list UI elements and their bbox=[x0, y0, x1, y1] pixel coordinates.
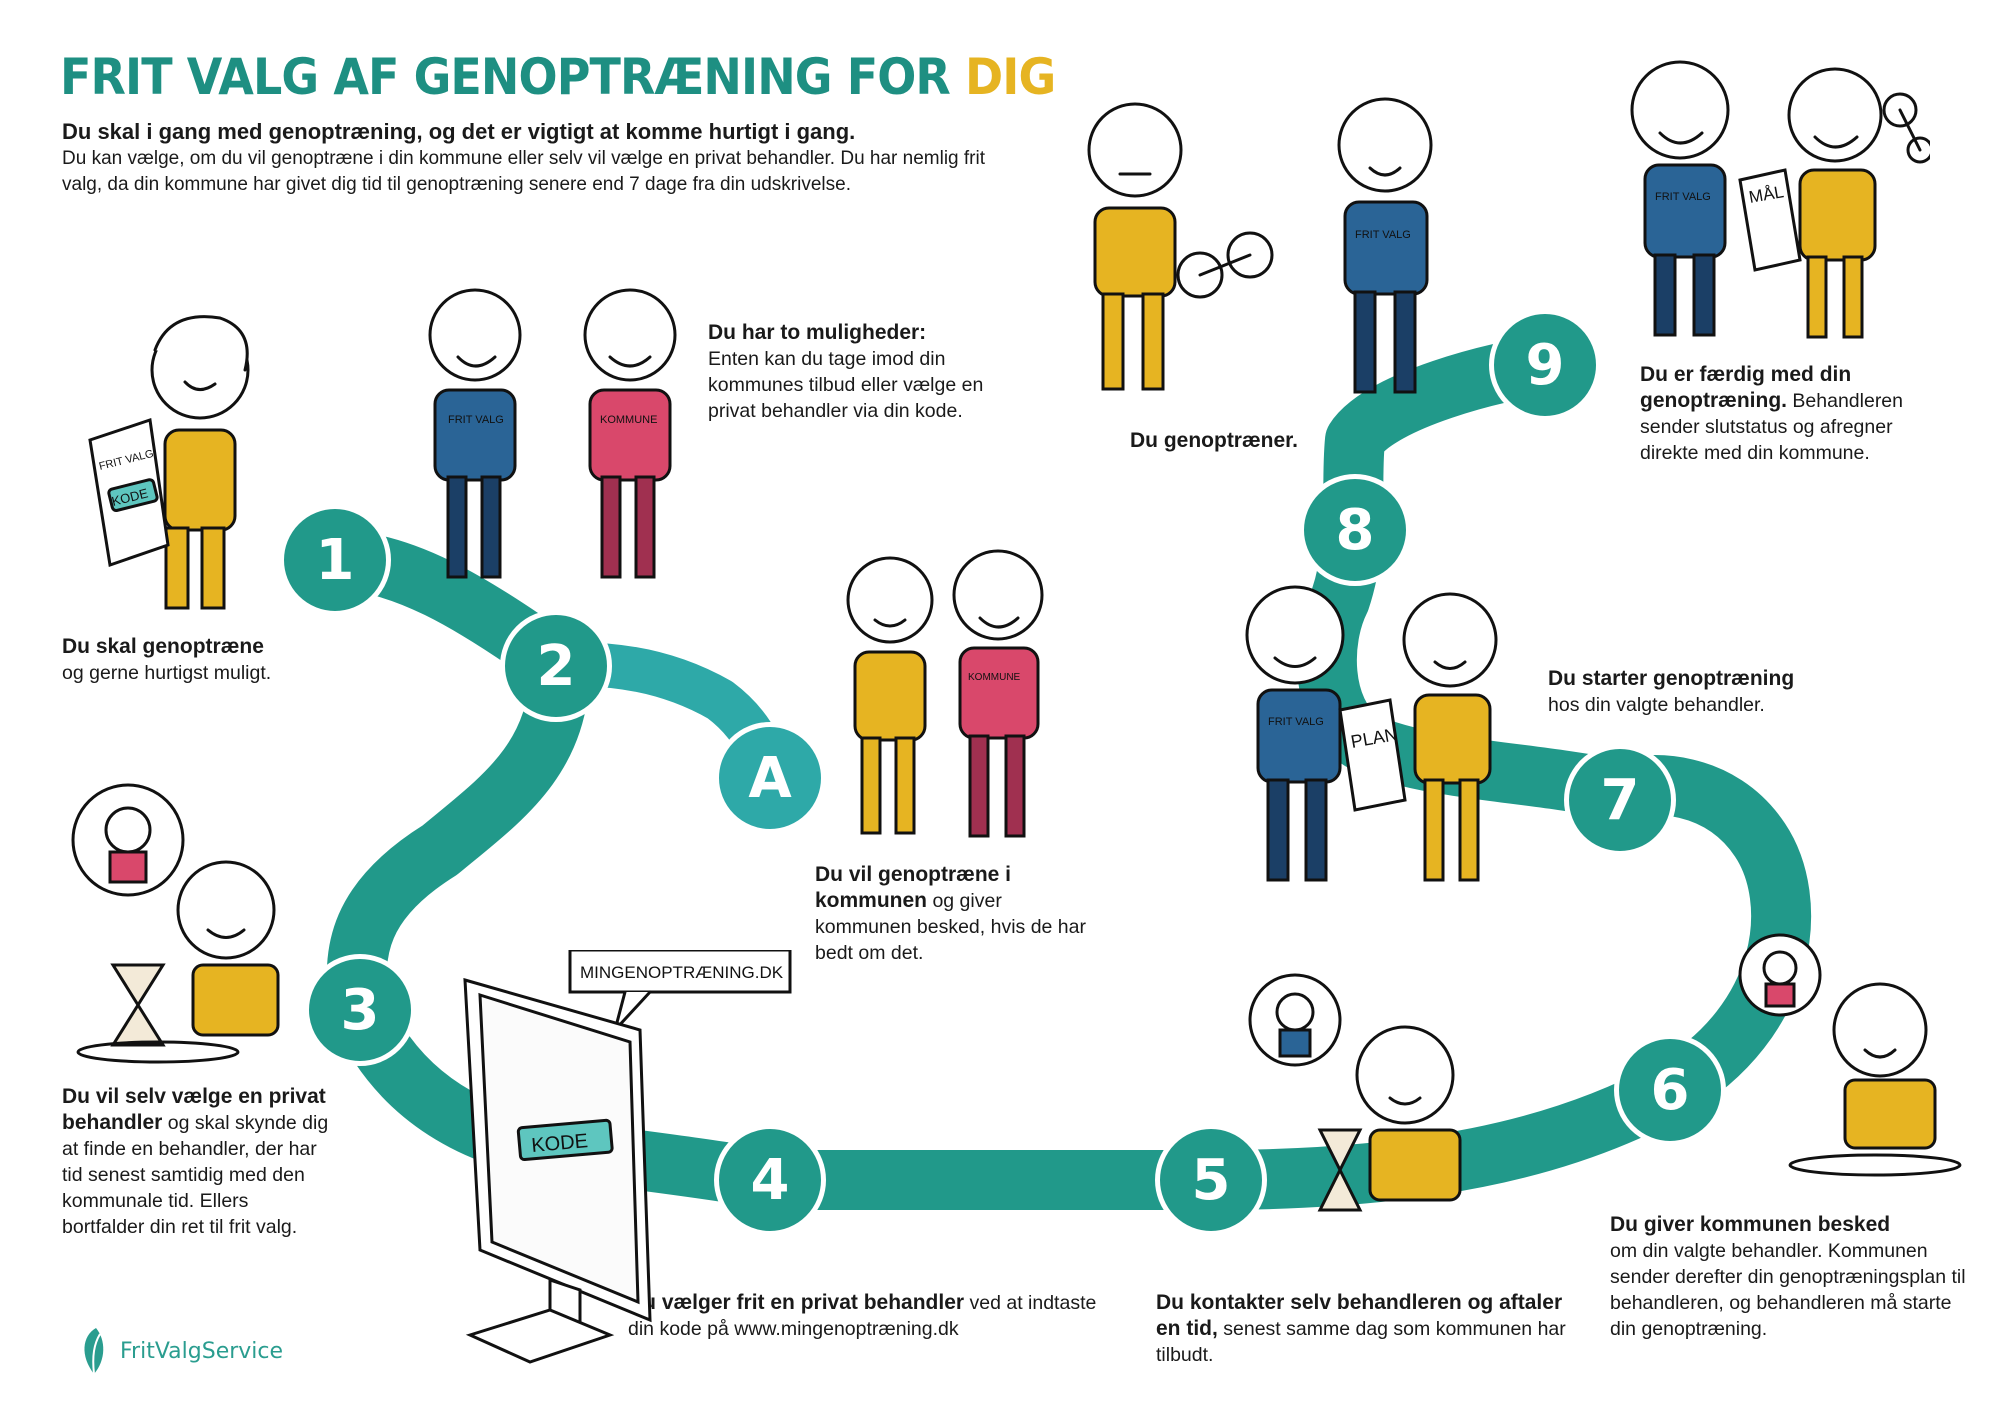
step-2-text: Du har to muligheder: Enten kan du tage i… bbox=[708, 320, 988, 424]
step-marker-2: 2 bbox=[500, 610, 612, 722]
step-7-title: Du starter genoptræning bbox=[1548, 667, 1795, 690]
step-marker-3: 3 bbox=[304, 954, 416, 1066]
step-marker-7: 7 bbox=[1564, 744, 1676, 856]
step-2-desc: Enten kan du tage imod din kommunes tilb… bbox=[708, 348, 984, 422]
website-label: MINGENOPTRÆNING.DK bbox=[580, 963, 784, 982]
step-a-text: Du vil genoptræne i kommunen og giver ko… bbox=[815, 862, 1095, 966]
goal-reached-illustration: FRIT VALG MÅL bbox=[1630, 60, 1930, 339]
step-6-desc: om din valgte behandler. Kommunen sender… bbox=[1610, 1240, 1966, 1340]
monitor-code-label: KODE bbox=[531, 1130, 589, 1157]
training-session-illustration: FRIT VALG bbox=[1087, 97, 1433, 394]
step-4-desc: ved at indtaste din kode på www.mingenop… bbox=[628, 1292, 1097, 1340]
shirt-label-frit-valg-8: FRIT VALG bbox=[1355, 229, 1411, 241]
leaf-logo-icon bbox=[84, 1328, 104, 1375]
step-6-text: Du giver kommunen besked om din valgte be… bbox=[1610, 1212, 1970, 1342]
step-marker-8: 8 bbox=[1299, 474, 1411, 586]
intro: Du skal i gang med genoptræning, og det … bbox=[62, 118, 1022, 198]
phone-call-hourglass-illustration bbox=[71, 783, 280, 1064]
step-3-text: Du vil selv vælge en privat behandler og… bbox=[62, 1084, 332, 1240]
step-6-title: Du giver kommunen besked bbox=[1610, 1213, 1891, 1236]
step-marker-6: 6 bbox=[1614, 1034, 1726, 1146]
step-marker-4: 4 bbox=[714, 1124, 826, 1236]
step-5-text: Du kontakter selv behandleren og aftaler… bbox=[1156, 1290, 1566, 1368]
title-highlight: DIG bbox=[965, 48, 1056, 106]
step-marker-9: 9 bbox=[1489, 309, 1601, 421]
intro-lead: Du skal i gang med genoptræning, og det … bbox=[62, 119, 856, 144]
step-1-text: Du skal genoptræne og gerne hurtigst muli… bbox=[62, 634, 322, 686]
page-title: FRIT VALG AF GENOPTRÆNING FOR DIG bbox=[60, 48, 1056, 106]
step-2-title: Du har to muligheder: bbox=[708, 321, 927, 344]
fritvalgservice-logo: FritValgService bbox=[76, 1326, 283, 1376]
step-1-desc: og gerne hurtigst muligt. bbox=[62, 662, 272, 684]
shirt-label-kommune: KOMMUNE bbox=[600, 414, 657, 426]
step-5-desc: senest samme dag som kommunen har tilbud… bbox=[1156, 1318, 1566, 1366]
shirt-label-frit-valg-7: FRIT VALG bbox=[1268, 716, 1324, 728]
notify-kommune-illustration bbox=[1738, 933, 1962, 1177]
step-1-title: Du skal genoptræne bbox=[62, 635, 264, 658]
step-marker-a: A bbox=[714, 722, 826, 834]
kommune-choice-illustration: KOMMUNE bbox=[846, 549, 1044, 838]
step-3-title: Du vil selv vælge en privat behandler bbox=[62, 1085, 326, 1134]
step-7-text: Du starter genoptræning hos din valgte be… bbox=[1548, 666, 1878, 718]
computer-website-illustration: MINGENOPTRÆNING.DK KODE bbox=[463, 950, 792, 1364]
shirt-label-frit-valg: FRIT VALG bbox=[448, 414, 504, 426]
training-plan-illustration: FRIT VALG PLAN bbox=[1245, 585, 1498, 882]
step-8-text: Du genoptræner. bbox=[1130, 428, 1380, 454]
step-4-text: Du vælger frit en privat behandler ved a… bbox=[628, 1290, 1098, 1342]
step-7-desc: hos din valgte behandler. bbox=[1548, 694, 1765, 716]
two-options-illustration: FRIT VALG KOMMUNE bbox=[428, 288, 677, 579]
step-a-desc: og giver kommunen besked, hvis de har be… bbox=[815, 890, 1086, 964]
step-9-desc: Behandleren sender slutstatus og afregne… bbox=[1640, 390, 1903, 464]
step-a-title: Du vil genoptræne i kommunen bbox=[815, 863, 1012, 912]
step-8-title: Du genoptræner. bbox=[1130, 429, 1299, 452]
step-4-title: Du vælger frit en privat behandler bbox=[628, 1291, 965, 1314]
shirt-label-kommune-a: KOMMUNE bbox=[968, 672, 1021, 683]
step-9-text: Du er færdig med din genoptræning. Behan… bbox=[1640, 362, 1950, 466]
step-marker-5: 5 bbox=[1155, 1124, 1267, 1236]
person-with-code-paper-illustration: FRIT VALG KODE bbox=[88, 315, 250, 610]
step-9-title: Du er færdig med din genoptræning. bbox=[1640, 363, 1852, 412]
logo-text: FritValgService bbox=[120, 1338, 284, 1364]
step-3-desc: og skal skynde dig at finde en behandler… bbox=[62, 1112, 329, 1238]
intro-body: Du kan vælge, om du vil genoptræne i din… bbox=[62, 148, 986, 195]
shirt-label-frit-valg-9: FRIT VALG bbox=[1655, 191, 1711, 203]
step-marker-1: 1 bbox=[279, 504, 391, 616]
step-5-title: Du kontakter selv behandleren og aftaler… bbox=[1156, 1291, 1563, 1340]
contact-practitioner-illustration bbox=[1248, 973, 1462, 1212]
